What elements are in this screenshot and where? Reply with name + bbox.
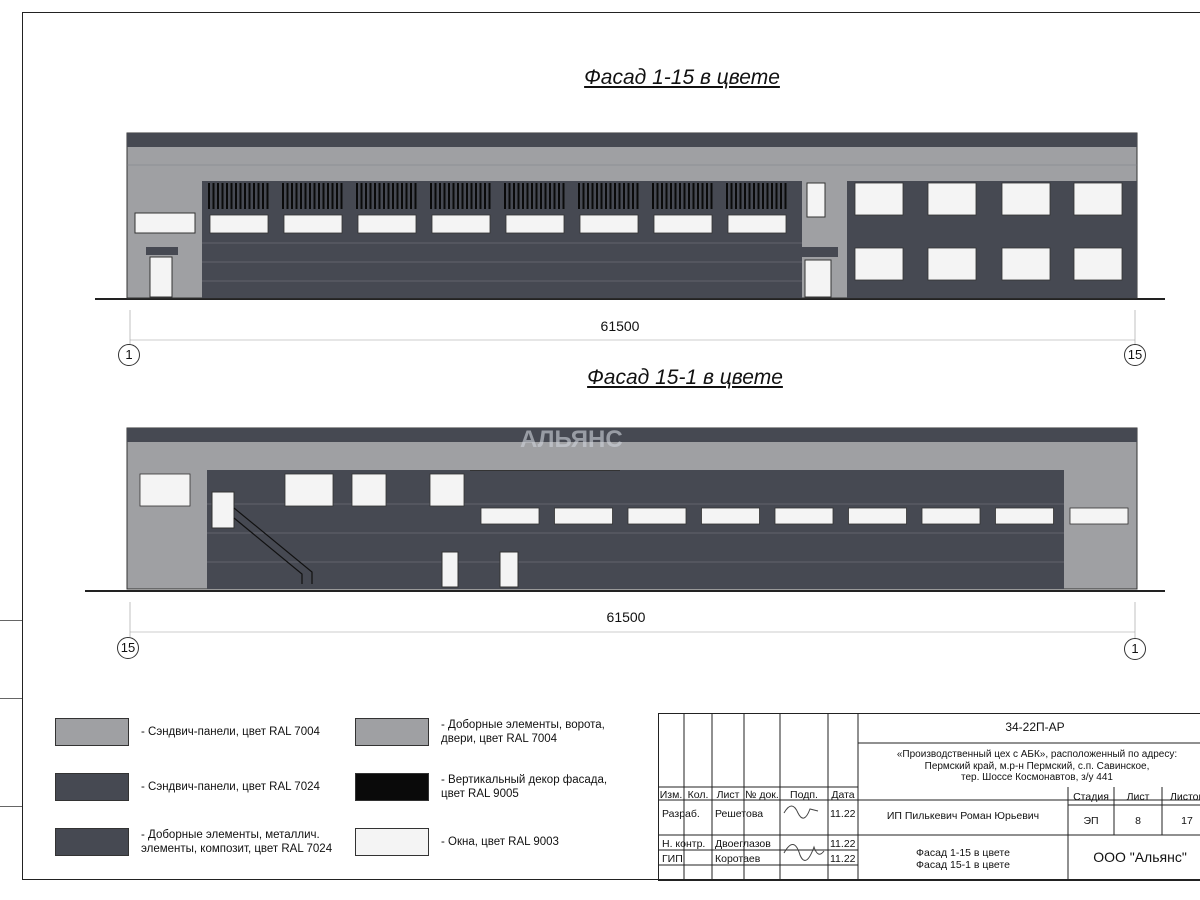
window (1001, 182, 1051, 216)
window (429, 473, 465, 507)
window (854, 182, 904, 216)
stamp-header: Кол. (687, 789, 709, 801)
window (627, 507, 687, 525)
stamp-name: Двоеглазов (715, 838, 771, 850)
sheet-label: Лист (1126, 791, 1150, 803)
facade-1-dimension: 61500 (600, 318, 640, 334)
legend-swatch (355, 828, 429, 856)
project-address: «Производственный цех с АБК», расположен… (896, 749, 1178, 783)
stamp-date: 11.22 (830, 808, 856, 820)
drawing-frame (22, 12, 1200, 880)
stamp-date: 11.22 (830, 838, 856, 850)
legend-swatch (55, 828, 129, 856)
window (351, 473, 387, 507)
stage-label: Стадия (1073, 791, 1109, 803)
customer-name: ИП Пилькевич Роман Юрьевич (886, 810, 1040, 822)
company-name: ООО "Альянс" (1093, 849, 1187, 865)
sheet-title: Фасад 1-15 в цвете Фасад 15-1 в цвете (916, 847, 1010, 871)
legend-swatch (355, 773, 429, 801)
legend-swatch (55, 718, 129, 746)
project-code: 34-22П-АР (1005, 720, 1065, 734)
window (209, 214, 269, 234)
window (727, 214, 787, 234)
axis-marker: 15 (1124, 344, 1146, 366)
stamp-header: Изм. (659, 789, 683, 801)
axis-marker: 15 (117, 637, 139, 659)
window (1001, 247, 1051, 281)
facade-2-dimension: 61500 (606, 609, 646, 625)
window (554, 507, 613, 525)
axis-marker: 1 (118, 344, 140, 366)
window (480, 507, 540, 525)
window (284, 473, 334, 507)
facade-1-title: Фасад 1-15 в цвете (584, 66, 780, 89)
watermark-logo: АЛЬЯНС (520, 426, 623, 453)
stamp-date: 11.22 (830, 853, 856, 865)
window (921, 507, 981, 525)
title-block-grid (658, 713, 1200, 881)
stamp-role: Разраб. (662, 808, 700, 820)
axis-marker: 1 (1124, 638, 1146, 660)
window (774, 507, 834, 525)
window (927, 247, 977, 281)
window (1073, 182, 1123, 216)
stamp-header: Подп. (790, 789, 818, 801)
window (701, 507, 760, 525)
window (505, 214, 565, 234)
window (139, 473, 191, 507)
stamp-name: Коротаев (715, 853, 761, 865)
sheets-label: Листов (1169, 791, 1200, 803)
stamp-name: Решетова (715, 808, 764, 820)
legend-swatch (55, 773, 129, 801)
legend-label: - Сэндвич-панели, цвет RAL 7004 (141, 726, 320, 738)
sheets-value: 17 (1181, 815, 1193, 827)
window (854, 247, 904, 281)
window (431, 214, 491, 234)
stamp-role: ГИП (662, 853, 683, 865)
window (995, 507, 1054, 525)
legend-label: - Окна, цвет RAL 9003 (441, 836, 559, 848)
stamp-header: Дата (831, 789, 855, 801)
title-block: 34-22П-АР «Производственный цех с АБК», … (658, 713, 1200, 881)
legend-label: - Сэндвич-панели, цвет RAL 7024 (141, 781, 320, 793)
window (579, 214, 639, 234)
legend-label: - Доборные элементы, ворота, двери, цвет… (441, 719, 605, 745)
stamp-role: Н. контр. (662, 838, 706, 850)
stage-value: ЭП (1083, 815, 1099, 827)
facade-1-elevation (95, 132, 1165, 347)
sheet-value: 8 (1135, 815, 1141, 827)
facade-2-title: Фасад 15-1 в цвете (587, 366, 783, 389)
facade-2-elevation (85, 427, 1165, 642)
window (357, 214, 417, 234)
stamp-header: Лист (716, 789, 740, 801)
stamp-header: № док. (745, 789, 779, 801)
legend-label: - Вертикальный декор фасада, цвет RAL 90… (441, 774, 608, 800)
legend-swatch (355, 718, 429, 746)
legend-label: - Доборные элементы, металлич. элементы,… (141, 829, 333, 855)
window (848, 507, 907, 525)
window (1073, 247, 1123, 281)
window (927, 182, 977, 216)
window (283, 214, 343, 234)
window (653, 214, 713, 234)
binding-margin (0, 620, 22, 878)
window (1069, 507, 1129, 525)
